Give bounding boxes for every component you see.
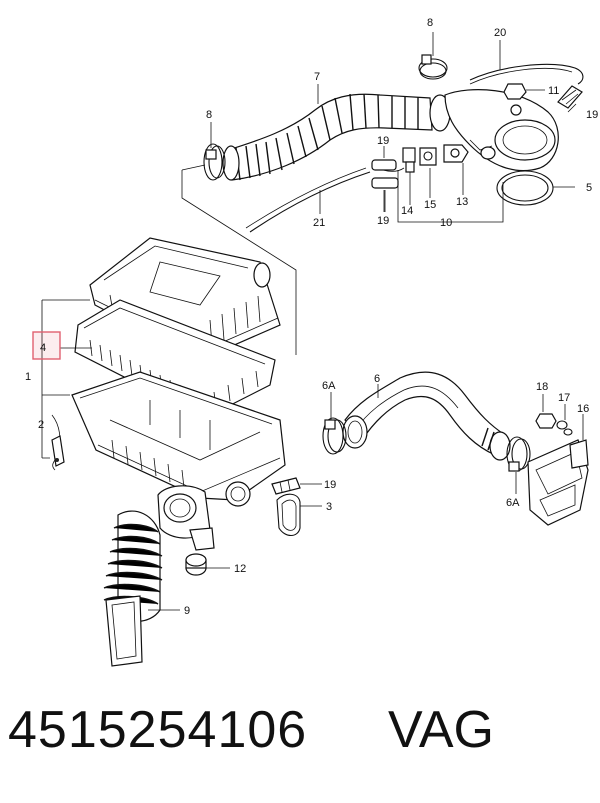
hose-clamp-6a-right [506, 436, 531, 472]
label-6: 6 [374, 373, 380, 385]
bolt-11 [503, 83, 545, 100]
hose-clamp-6a-left [322, 417, 347, 455]
nut-18 [535, 413, 557, 429]
label-13: 13 [456, 196, 468, 208]
label-1: 1 [25, 371, 31, 383]
nut-12 [185, 553, 207, 576]
label-19-b: 19 [377, 215, 389, 227]
hose-clamp-8-top [418, 54, 448, 80]
intake-chamber [444, 89, 559, 172]
line-21 [249, 171, 371, 233]
label-15: 15 [424, 199, 436, 211]
intake-hose-7 [222, 93, 451, 181]
label-12: 12 [234, 563, 246, 575]
small-hose-19-right [557, 85, 583, 109]
small-hose-19-housing [271, 477, 301, 495]
label-6a-right: 6A [506, 497, 520, 509]
label-19-c: 19 [586, 109, 598, 121]
label-14: 14 [401, 205, 413, 217]
bracket-16 [527, 439, 589, 526]
label-8-top: 8 [427, 17, 433, 29]
air-filter-housing-lower [51, 371, 286, 551]
valve-assembly-10 [371, 144, 469, 189]
gasket-3 [276, 493, 301, 537]
label-6a-left: 6A [322, 380, 336, 392]
callout-labels: 1 2 3 4 5 6 6A 6A 7 8 8 9 10 11 12 13 14… [25, 17, 598, 617]
label-4: 4 [40, 342, 46, 354]
label-11: 11 [548, 85, 559, 97]
label-10: 10 [440, 217, 452, 229]
label-3: 3 [326, 501, 332, 513]
highlight-box [32, 331, 61, 360]
label-16: 16 [577, 403, 589, 415]
leader-lines [41, 32, 584, 611]
intake-hose-6 [342, 371, 511, 461]
washer-17 [556, 420, 573, 436]
hose-clamp-8-left [203, 143, 226, 181]
label-7: 7 [314, 71, 320, 83]
intake-boot-9 [103, 510, 163, 667]
gasket-5 [496, 170, 575, 206]
brand-name: VAG [388, 701, 494, 759]
label-20: 20 [494, 27, 506, 39]
part-number: 4515254106 [8, 701, 308, 759]
label-18: 18 [536, 381, 548, 393]
parts-diagram: 1 2 3 4 5 6 6A 6A 7 8 8 9 10 11 12 13 14… [25, 17, 598, 667]
label-21: 21 [313, 217, 325, 229]
label-19-a: 19 [377, 135, 389, 147]
label-9: 9 [184, 605, 190, 617]
label-8-left: 8 [206, 109, 212, 121]
label-2: 2 [38, 419, 44, 431]
clip-2 [51, 435, 65, 467]
breather-line-20 [469, 63, 584, 85]
label-17: 17 [558, 392, 570, 404]
label-5: 5 [586, 182, 592, 194]
label-19-d: 19 [324, 479, 336, 491]
